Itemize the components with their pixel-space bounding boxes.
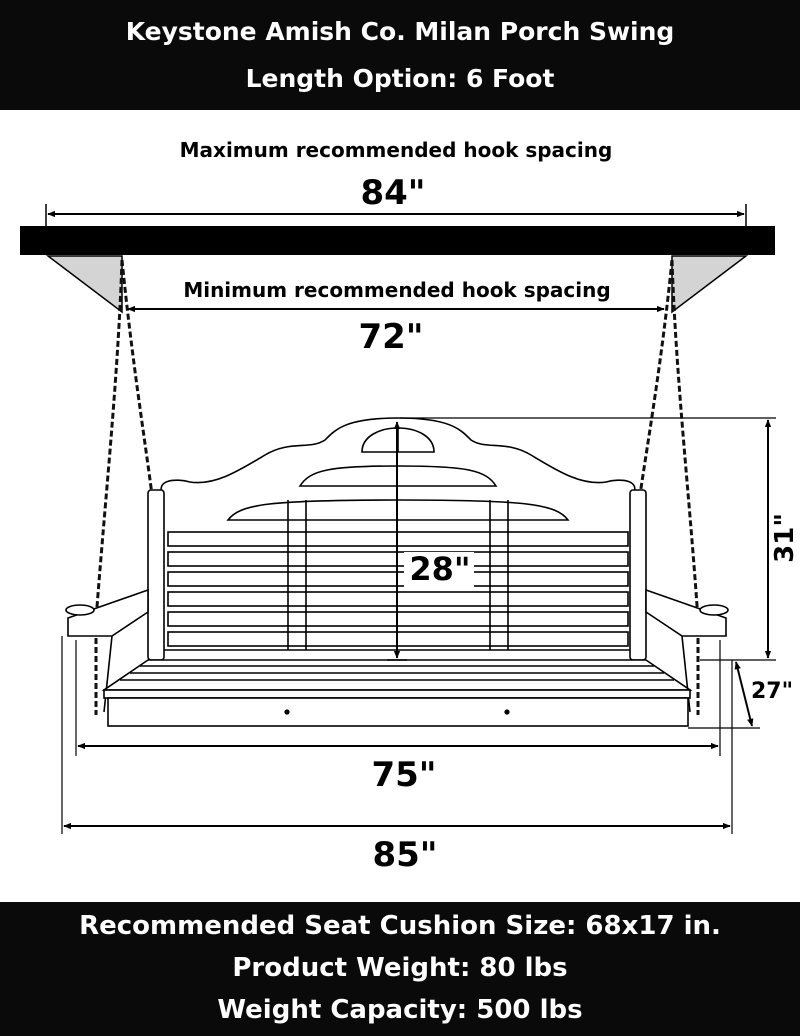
total-height-value: 31" [770,513,800,563]
ceiling-beam [20,226,775,255]
cushion-size: Recommended Seat Cushion Size: 68x17 in. [79,911,721,941]
weight-capacity: Weight Capacity: 500 lbs [217,995,583,1025]
max-hook-label: Maximum recommended hook spacing [180,138,613,162]
right-chain [638,259,700,715]
header-banner: Keystone Amish Co. Milan Porch Swing Len… [0,0,800,110]
min-hook-value: 72" [358,317,423,357]
product-title: Keystone Amish Co. Milan Porch Swing [125,17,675,46]
seat-depth-value: 27" [751,679,793,704]
left-chain [94,259,154,715]
max-hook-dimension [45,204,747,226]
max-hook-value: 84" [360,173,425,213]
back-height-value: 28" [409,550,470,588]
total-height-dimension [400,417,776,661]
length-option: Length Option: 6 Foot [245,64,555,93]
swing-dimension-diagram: Maximum recommended hook spacing 84" Min… [20,138,800,875]
seat-front-rail [103,689,691,699]
seat [101,659,693,691]
overall-width-value: 85" [372,835,437,875]
specs-banner: Recommended Seat Cushion Size: 68x17 in.… [0,902,800,1036]
product-weight: Product Weight: 80 lbs [232,953,568,983]
min-hook-label: Minimum recommended hook spacing [183,278,610,302]
seat-width-dimension [75,640,721,756]
right-hook-bracket [671,255,749,314]
porch-swing [65,417,729,727]
left-back-post [147,489,165,661]
seat-width-value: 75" [371,755,436,795]
left-hook-bracket [45,255,123,314]
overall-width-dimension [61,636,733,834]
right-armrest [645,588,727,637]
left-armrest [67,588,149,637]
right-back-post [629,489,647,661]
back-slats [167,531,629,647]
seat-apron [107,697,689,727]
seat-depth-dimension [688,661,760,729]
